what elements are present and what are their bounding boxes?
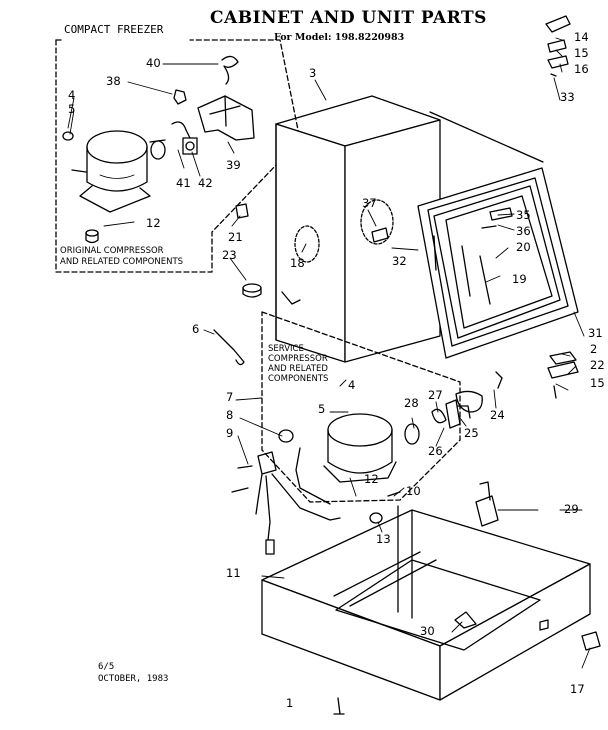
callout-38: 38	[106, 74, 121, 88]
callout-15-top: 15	[574, 46, 589, 60]
callout-8: 8	[226, 408, 234, 422]
compact-freezer-label: COMPACT FREEZER	[64, 23, 164, 36]
callout-15-bottom: 15	[590, 376, 605, 390]
compact-freezer-box	[55, 39, 301, 273]
callout-25: 25	[464, 426, 479, 440]
callout-5: 5	[68, 102, 76, 116]
callout-26: 26	[428, 444, 443, 458]
service-note-1: SERVICE	[268, 344, 304, 354]
callout-3: 3	[309, 66, 317, 80]
callout-36: 36	[516, 224, 531, 238]
callout-37: 37	[362, 196, 377, 210]
callout-24: 24	[490, 408, 505, 422]
diagram-title: CABINET AND UNIT PARTS	[210, 8, 487, 28]
callout-6: 6	[192, 322, 200, 336]
original-compressor-note-2: AND RELATED COMPONENTS	[60, 257, 184, 267]
relay-cover	[197, 95, 255, 141]
service-compressor-box	[261, 311, 461, 503]
callout-39: 39	[226, 158, 241, 172]
cabinet-body	[275, 95, 544, 363]
callout-33: 33	[560, 90, 575, 104]
original-compressor-note-1: ORIGINAL COMPRESSOR	[60, 246, 164, 256]
callout-9: 9	[226, 426, 234, 440]
callout-40: 40	[146, 56, 161, 70]
callout-21: 21	[228, 230, 243, 244]
freezer-door	[417, 167, 579, 359]
service-parts	[431, 371, 503, 429]
service-compressor	[323, 413, 420, 483]
callout-35: 35	[516, 208, 531, 222]
callout-23: 23	[222, 248, 237, 262]
callout-19: 19	[512, 272, 527, 286]
callout-18: 18	[290, 256, 305, 270]
footer-date: OCTOBER, 1983	[98, 674, 169, 684]
callout-17: 17	[570, 682, 585, 696]
callout-11: 11	[226, 566, 241, 580]
callout-16: 16	[574, 62, 589, 76]
callout-10: 10	[406, 484, 421, 498]
service-note-4: COMPONENTS	[268, 374, 329, 384]
callout-29: 29	[564, 502, 579, 516]
callout-41: 41	[176, 176, 191, 190]
callout-12-original: 12	[146, 216, 161, 230]
bottom-hinge-parts	[547, 351, 579, 399]
leader-lines	[203, 37, 591, 669]
callout-42: 42	[198, 176, 213, 190]
callout-4: 4	[68, 88, 76, 102]
wiring-harness	[231, 429, 383, 555]
callout-4-service: 4	[348, 378, 356, 392]
original-grommet	[85, 229, 99, 244]
model-number: For Model: 198.8220983	[274, 32, 405, 43]
callout-27: 27	[428, 388, 443, 402]
service-note-2: COMPRESSOR	[268, 354, 328, 364]
callout-13: 13	[376, 532, 391, 546]
callout-32: 32	[392, 254, 407, 268]
callout-28: 28	[404, 396, 419, 410]
door-inner-parts	[371, 207, 513, 305]
footer-code: 6/5	[98, 662, 115, 672]
callout-2: 2	[590, 342, 598, 356]
original-compressor	[62, 130, 166, 213]
callout-14: 14	[574, 30, 589, 44]
callout-1: 1	[286, 696, 294, 710]
relay-clip	[221, 55, 239, 85]
callout-20: 20	[516, 240, 531, 254]
callout-5-service: 5	[318, 402, 326, 416]
callout-22: 22	[590, 358, 605, 372]
capacitor-clip	[173, 89, 187, 105]
callout-30: 30	[420, 624, 435, 638]
base-pan	[261, 505, 591, 701]
top-hinge-parts	[545, 15, 571, 77]
callout-31: 31	[588, 326, 603, 340]
small-parts-left	[213, 203, 262, 366]
service-note-3: AND RELATED	[268, 364, 328, 374]
base-parts	[333, 481, 601, 715]
compact-leaders	[67, 63, 235, 227]
callout-7: 7	[226, 390, 234, 404]
callout-12-service: 12	[364, 472, 379, 486]
overload-relay	[171, 121, 198, 155]
